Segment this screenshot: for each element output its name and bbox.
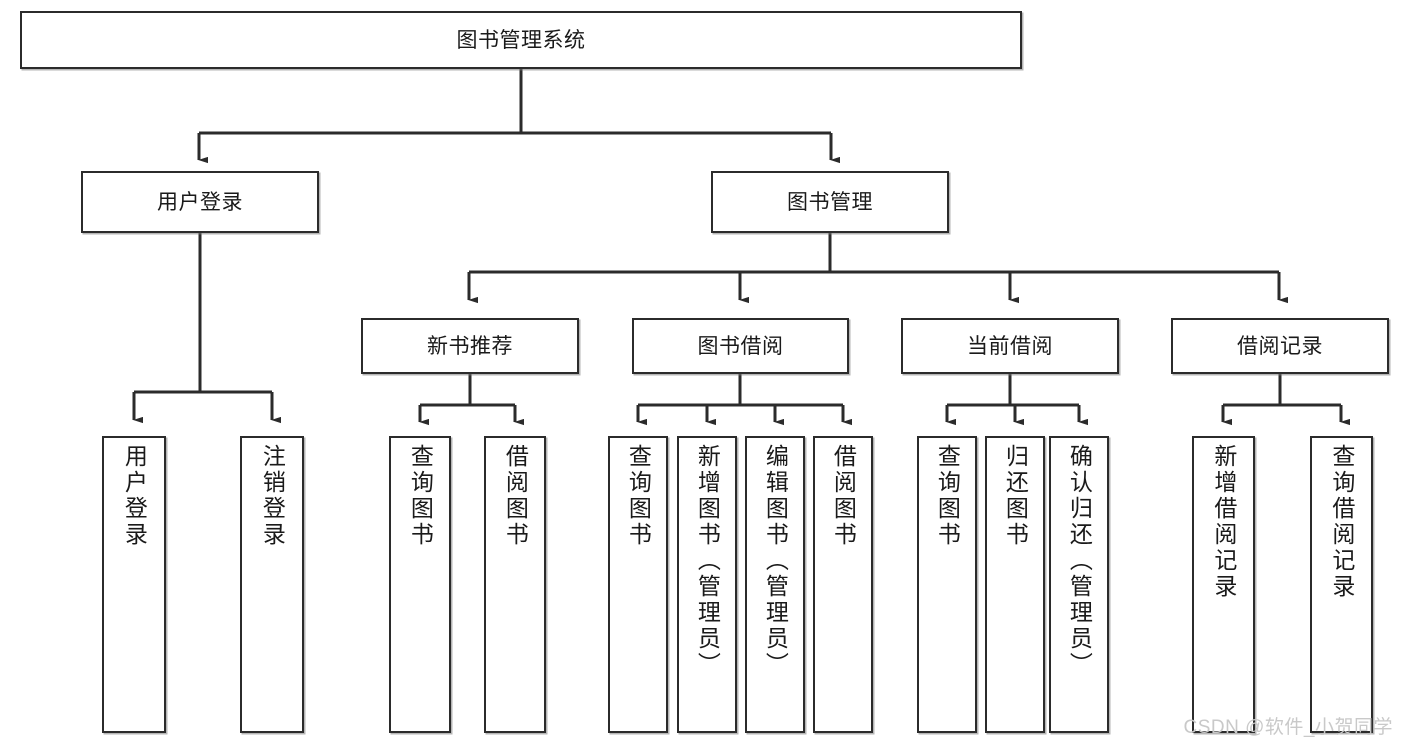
node-book-manage[interactable]: 图书管理 [711, 171, 949, 233]
node-leaf-return-book[interactable]: 归还图书 [985, 436, 1045, 733]
node-leaf-add-book[interactable]: 新增图书（管理员） [677, 436, 737, 733]
node-leaf-borrow-book-rec[interactable]: 借阅图书 [484, 436, 546, 733]
node-leaf-user-login-label: 用户登录 [121, 444, 148, 548]
node-root-label: 图书管理系统 [456, 28, 586, 52]
node-leaf-query-book-bor-label: 查询图书 [625, 444, 652, 548]
node-user-login[interactable]: 用户登录 [81, 171, 319, 233]
node-leaf-add-record-label: 新增借阅记录 [1210, 444, 1237, 600]
node-leaf-borrow-book-rec-label: 借阅图书 [502, 444, 529, 548]
node-leaf-add-book-label: 新增图书（管理员） [694, 444, 721, 678]
node-leaf-query-book-bor[interactable]: 查询图书 [608, 436, 668, 733]
node-leaf-query-record-label: 查询借阅记录 [1328, 444, 1355, 600]
node-borrow-record[interactable]: 借阅记录 [1171, 318, 1389, 374]
node-current-borrow[interactable]: 当前借阅 [901, 318, 1119, 374]
watermark-text: CSDN @软件_小贺同学 [1183, 717, 1393, 738]
node-leaf-query-book-rec-label: 查询图书 [407, 444, 434, 548]
node-leaf-edit-book[interactable]: 编辑图书（管理员） [745, 436, 805, 733]
node-leaf-borrow-book-label: 借阅图书 [830, 444, 857, 548]
node-leaf-query-record[interactable]: 查询借阅记录 [1310, 436, 1373, 733]
node-leaf-logout[interactable]: 注销登录 [240, 436, 304, 733]
node-leaf-add-record[interactable]: 新增借阅记录 [1192, 436, 1255, 733]
node-leaf-query-book-rec[interactable]: 查询图书 [389, 436, 451, 733]
node-leaf-user-login[interactable]: 用户登录 [102, 436, 166, 733]
node-leaf-return-book-label: 归还图书 [1002, 444, 1029, 548]
node-book-manage-label: 图书管理 [787, 190, 873, 214]
node-leaf-edit-book-label: 编辑图书（管理员） [762, 444, 789, 678]
node-borrow-record-label: 借阅记录 [1237, 334, 1323, 358]
node-leaf-query-book-cur-label: 查询图书 [934, 444, 961, 548]
node-book-borrow-label: 图书借阅 [697, 334, 784, 358]
node-root[interactable]: 图书管理系统 [20, 11, 1022, 69]
node-leaf-confirm-return[interactable]: 确认归还（管理员） [1049, 436, 1109, 733]
node-user-login-label: 用户登录 [157, 190, 243, 214]
node-new-book-rec[interactable]: 新书推荐 [361, 318, 579, 374]
node-leaf-confirm-return-label: 确认归还（管理员） [1066, 444, 1093, 678]
node-new-book-rec-label: 新书推荐 [427, 334, 513, 358]
node-leaf-query-book-cur[interactable]: 查询图书 [917, 436, 977, 733]
node-book-borrow[interactable]: 图书借阅 [632, 318, 849, 374]
node-leaf-borrow-book[interactable]: 借阅图书 [813, 436, 873, 733]
node-leaf-logout-label: 注销登录 [259, 444, 286, 548]
node-current-borrow-label: 当前借阅 [967, 334, 1053, 358]
